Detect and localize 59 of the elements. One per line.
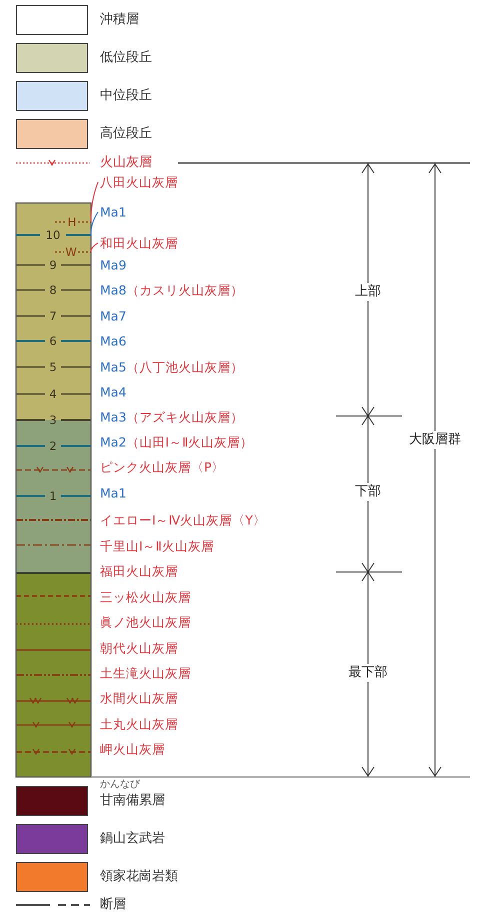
- layer-number: 1: [49, 490, 57, 502]
- layer-number: 5: [49, 361, 57, 373]
- legend-label: 低位段丘: [100, 50, 152, 66]
- layer-label: Ma2: [100, 434, 126, 450]
- layer-label: Ma7: [100, 308, 126, 324]
- ash-marker-letter: W: [65, 246, 77, 258]
- layer-label: 土丸火山灰層: [100, 716, 178, 732]
- layer-number: 8: [49, 284, 57, 296]
- layer-label: Ma5: [100, 360, 126, 374]
- section-label: 最下部: [348, 664, 388, 682]
- layer-label: イエローⅠ～Ⅳ火山灰層〈Y〉: [100, 512, 266, 528]
- layer-label: 福田火山灰層: [100, 564, 178, 578]
- layer-label: 土生滝火山灰層: [100, 666, 191, 680]
- legend-label: 領家花崗岩類: [100, 869, 178, 885]
- legend-label: 鍋山玄武岩: [100, 831, 165, 847]
- layer-label: 千里山Ⅰ～Ⅱ火山灰層: [100, 538, 214, 554]
- leader-line: [90, 182, 98, 222]
- layer-number: 3: [49, 414, 57, 426]
- section-label: 大阪層群: [409, 431, 461, 449]
- layer-label: （カスリ火山灰層）: [126, 282, 244, 298]
- layer-label: 眞ノ池火山灰層: [100, 614, 191, 630]
- layer-label: Ma6: [100, 334, 126, 348]
- legend-label: 火山灰層: [100, 155, 152, 171]
- marine-clay-line: [16, 234, 91, 236]
- legend-label: 甘南備累層: [100, 793, 165, 809]
- ash-layer-line: [55, 221, 91, 223]
- ash-layer-line: [55, 251, 91, 253]
- layer-label: 岬火山灰層: [100, 742, 165, 756]
- legend-label: 沖積層: [100, 12, 139, 28]
- layer-number: 9: [49, 259, 57, 271]
- section-label: 下部: [355, 483, 381, 501]
- layer-label: （八丁池火山灰層）: [126, 360, 244, 374]
- layer-label: 三ッ松火山灰層: [100, 590, 191, 604]
- furigana: かんなび: [100, 779, 140, 790]
- layer-label: 水間火山灰層: [100, 690, 178, 706]
- layer-number: 7: [49, 310, 57, 322]
- ash-marker-letter: H: [68, 216, 76, 228]
- legend-label: 高位段丘: [100, 126, 152, 142]
- layer-label: Ma4: [100, 384, 126, 400]
- legend-label: 断層: [100, 897, 126, 913]
- layer-number: 10: [46, 229, 60, 241]
- layer-label: 和田火山灰層: [100, 236, 178, 250]
- layer-number: 6: [49, 335, 57, 347]
- section-label: 上部: [355, 283, 381, 301]
- layer-number: 2: [49, 440, 57, 452]
- layer-label: Ma9: [100, 258, 126, 272]
- layer-label: 朝代火山灰層: [100, 640, 178, 656]
- layer-label: ピンク火山灰層〈P〉: [100, 460, 225, 474]
- layer-label: 八田火山灰層: [100, 174, 178, 190]
- layer-number: 4: [49, 388, 57, 400]
- leader-line: [90, 242, 98, 252]
- layer-label: Ma1: [100, 204, 126, 220]
- legend-label: 中位段丘: [100, 88, 152, 104]
- layer-label: （山田Ⅰ～Ⅱ火山灰層）: [126, 434, 254, 450]
- layer-label: （アズキ火山灰層）: [126, 410, 244, 424]
- layer-label: Ma8: [100, 282, 126, 298]
- leader-line: [90, 212, 98, 236]
- layer-label: Ma3: [100, 410, 126, 424]
- layer-label: Ma1: [100, 486, 126, 500]
